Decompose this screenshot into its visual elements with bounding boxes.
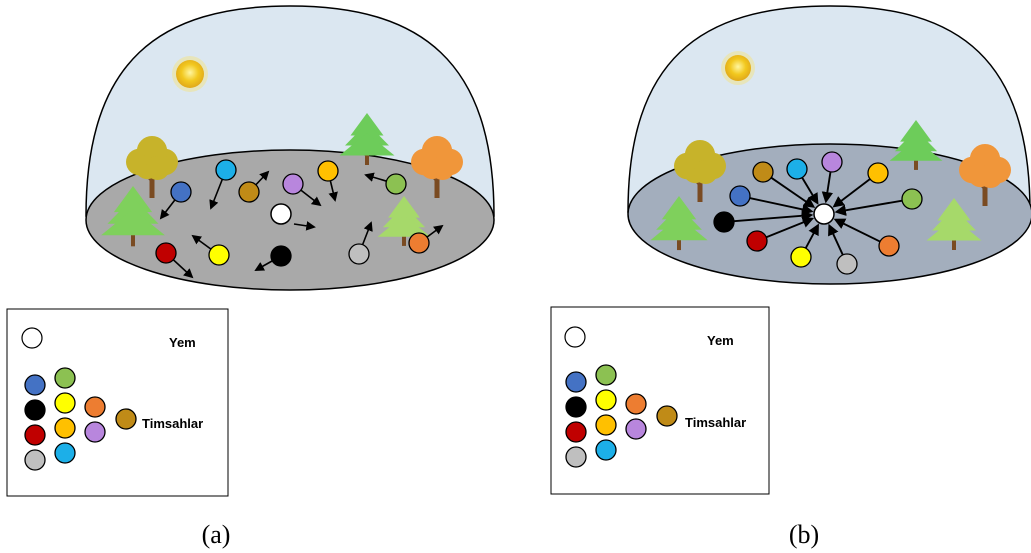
converging-arrow bbox=[804, 223, 819, 249]
crocodile-yellow bbox=[790, 246, 812, 268]
legend-swatch-purple bbox=[84, 421, 106, 443]
crocodile-orange bbox=[317, 160, 339, 182]
crocodile-purple bbox=[282, 173, 304, 195]
legend-swatch-red bbox=[24, 424, 46, 446]
crocodile-yellow bbox=[208, 244, 230, 266]
converging-arrows-b bbox=[733, 171, 903, 256]
trees-b bbox=[650, 120, 1011, 251]
legend-swatch-green bbox=[54, 367, 76, 389]
food-b bbox=[813, 203, 835, 225]
crocodile-brown bbox=[238, 181, 260, 203]
crocodile-cyan bbox=[786, 158, 808, 180]
pine-tree-icon bbox=[339, 113, 395, 165]
crocodile-black bbox=[270, 245, 292, 267]
legend-crocodile-swatches bbox=[24, 367, 137, 471]
legend-swatch-gray bbox=[24, 449, 46, 471]
panel-a bbox=[85, 5, 495, 291]
legend-swatch-red bbox=[565, 421, 587, 443]
legend-swatch-brown bbox=[115, 408, 137, 430]
movement-arrow bbox=[293, 221, 316, 231]
caption-b: (b) bbox=[789, 520, 819, 549]
crocodile-cyan bbox=[215, 159, 237, 181]
legend-swatch-darkorange bbox=[625, 393, 647, 415]
crocodile-green bbox=[385, 173, 407, 195]
legend-swatch-orange bbox=[54, 417, 76, 439]
legend-crocodiles-label: Timsahlar bbox=[142, 416, 203, 431]
legend-swatch-cyan bbox=[54, 442, 76, 464]
crocodile-blue bbox=[729, 185, 751, 207]
legend-a: Yem Timsahlar bbox=[6, 308, 229, 497]
crocodile-blue bbox=[170, 181, 192, 203]
converging-arrow bbox=[770, 176, 816, 208]
crocodile-darkorange bbox=[878, 235, 900, 257]
crocodiles-b bbox=[713, 151, 923, 275]
legend-swatch-darkorange bbox=[84, 396, 106, 418]
trees-a bbox=[101, 113, 463, 247]
crocodile-brown bbox=[752, 161, 774, 183]
converging-arrow bbox=[821, 171, 833, 204]
pine-tree-icon bbox=[101, 186, 165, 247]
crocodiles-a bbox=[155, 159, 430, 267]
food-a bbox=[270, 203, 292, 225]
crocodile-gray bbox=[348, 243, 370, 265]
legend-swatch-black bbox=[24, 399, 46, 421]
orange-tree-icon bbox=[959, 144, 1011, 206]
legend-swatch-blue bbox=[24, 374, 46, 396]
crocodile-red bbox=[746, 230, 768, 252]
converging-arrow bbox=[765, 216, 815, 239]
legend-swatch-yellow bbox=[595, 389, 617, 411]
legend-b: Yem Timsahlar bbox=[550, 306, 770, 495]
crocodile-black bbox=[713, 211, 735, 233]
converging-arrow bbox=[828, 223, 844, 256]
sun-icon bbox=[172, 56, 208, 92]
legend-swatch-green bbox=[595, 364, 617, 386]
converging-arrow bbox=[833, 218, 881, 243]
pine-tree-icon bbox=[926, 198, 982, 250]
legend-swatch-yellow bbox=[54, 392, 76, 414]
legend-swatch-orange bbox=[595, 414, 617, 436]
legend-swatch-gray bbox=[565, 446, 587, 468]
converging-arrow bbox=[801, 177, 819, 205]
pine-tree-icon bbox=[889, 120, 943, 170]
crocodile-orange bbox=[867, 162, 889, 184]
crocodile-green bbox=[901, 188, 923, 210]
legend-food-swatch bbox=[564, 326, 586, 348]
legend-swatch-blue bbox=[565, 371, 587, 393]
orange-tree-icon bbox=[411, 136, 463, 198]
legend-crocodile-swatches bbox=[565, 364, 678, 468]
pine-tree-icon bbox=[377, 196, 431, 246]
olive-tree-icon bbox=[674, 140, 726, 202]
legend-crocodiles-label: Timsahlar bbox=[685, 415, 746, 430]
olive-tree-icon bbox=[126, 136, 178, 198]
caption-a: (a) bbox=[202, 520, 231, 549]
legend-food-label: Yem bbox=[169, 335, 196, 350]
legend-food-label: Yem bbox=[707, 333, 734, 348]
crocodile-darkorange bbox=[408, 232, 430, 254]
converging-arrow bbox=[749, 197, 814, 215]
converging-arrow bbox=[832, 178, 871, 208]
legend-swatch-brown bbox=[656, 405, 678, 427]
crocodile-gray bbox=[836, 253, 858, 275]
panel-b bbox=[627, 5, 1031, 285]
legend-swatch-purple bbox=[625, 418, 647, 440]
legend-swatch-cyan bbox=[595, 439, 617, 461]
converging-arrow bbox=[733, 210, 814, 223]
pine-tree-icon bbox=[650, 196, 708, 251]
crocodile-purple bbox=[821, 151, 843, 173]
sun-icon bbox=[721, 51, 755, 85]
legend-swatch-black bbox=[565, 396, 587, 418]
converging-arrow bbox=[834, 199, 903, 216]
crocodile-red bbox=[155, 242, 177, 264]
legend-food-swatch bbox=[21, 327, 43, 349]
